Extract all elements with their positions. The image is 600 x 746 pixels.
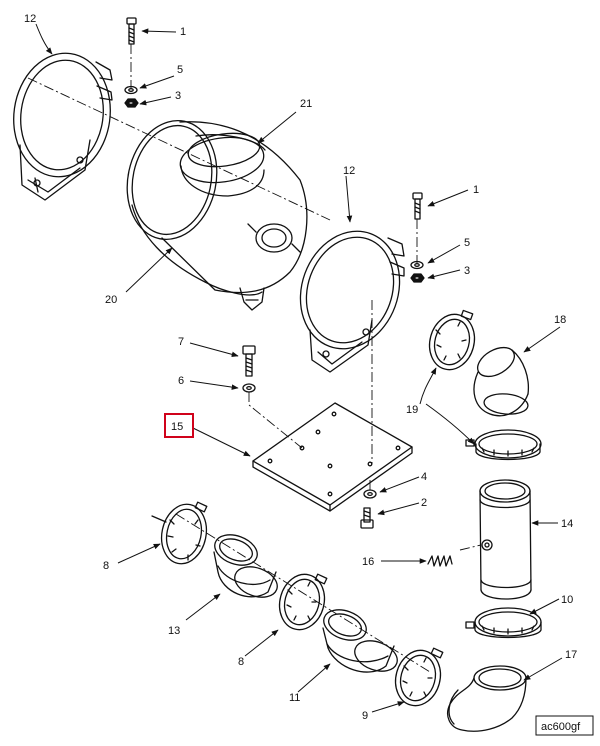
callout-18: 18 xyxy=(554,314,566,326)
callout-11: 11 xyxy=(289,692,300,704)
callout-19: 19 xyxy=(406,404,418,416)
callout-15: 15 xyxy=(171,421,183,433)
callout-1-middle: 1 xyxy=(473,184,479,196)
highlight-box xyxy=(164,413,194,438)
figure-code-box xyxy=(535,715,594,736)
washer-6 xyxy=(242,383,256,393)
mounting-plate-15 xyxy=(252,402,413,512)
hose-clamp-8-middle xyxy=(278,573,328,631)
callout-12-middle: 12 xyxy=(343,165,355,177)
callout-12-upper: 12 xyxy=(24,13,36,25)
callout-17: 17 xyxy=(565,649,577,661)
hose-clamp-8-upper xyxy=(151,501,208,565)
hose-coupling-13 xyxy=(213,534,278,598)
mounting-bracket-middle xyxy=(299,230,405,373)
bolt-middle xyxy=(412,192,423,220)
callout-6: 6 xyxy=(178,375,184,387)
callout-8-middle: 8 xyxy=(238,656,244,668)
bolt-2 xyxy=(360,507,374,529)
washer-4 xyxy=(363,489,377,499)
spring-16 xyxy=(427,555,453,567)
callout-16: 16 xyxy=(362,556,374,568)
air-cleaner-housing xyxy=(126,119,308,311)
callout-8-upper: 8 xyxy=(103,560,109,572)
callout-5-upper: 5 xyxy=(177,64,183,76)
callout-10: 10 xyxy=(561,594,573,606)
callout-5-middle: 5 xyxy=(464,237,470,249)
callout-20: 20 xyxy=(105,294,117,306)
elbow-hose-17 xyxy=(447,665,527,732)
bolt-upper xyxy=(126,17,137,45)
callout-21: 21 xyxy=(300,98,312,110)
callout-1-upper: 1 xyxy=(180,26,186,38)
callout-3-upper: 3 xyxy=(175,90,181,102)
callout-9: 9 xyxy=(362,710,368,722)
bolt-7 xyxy=(242,345,256,377)
callout-14: 14 xyxy=(561,518,573,530)
hose-clamp-19-upper xyxy=(428,309,476,371)
callout-4: 4 xyxy=(421,471,427,483)
mounting-bracket-upper xyxy=(13,52,113,201)
washer-nut-middle xyxy=(410,260,425,283)
callout-13: 13 xyxy=(168,625,180,637)
hose-coupling-11 xyxy=(322,609,398,673)
tube-14 xyxy=(479,479,532,600)
callout-7: 7 xyxy=(178,336,184,348)
hose-clamp-10 xyxy=(465,607,542,639)
figure-code: ac600gf xyxy=(541,721,581,733)
elbow-hose-18 xyxy=(473,346,530,417)
hose-clamp-9 xyxy=(394,647,444,707)
callout-3-middle: 3 xyxy=(464,265,470,277)
hose-clamp-19-lower xyxy=(465,429,542,461)
washer-nut-upper xyxy=(124,85,139,108)
callout-2: 2 xyxy=(421,497,427,509)
